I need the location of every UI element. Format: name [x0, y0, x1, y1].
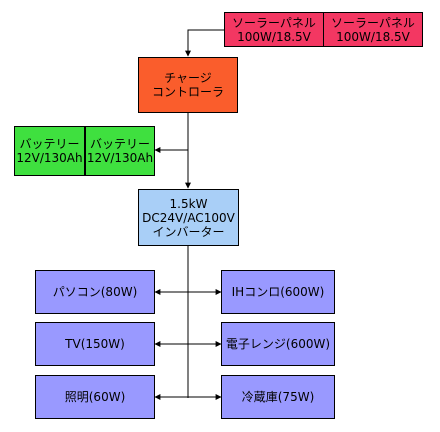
solar-panel-2: ソーラーパネル 100W/18.5V [323, 12, 423, 47]
appliance-microwave-label: 電子レンジ(600W) [225, 337, 331, 351]
battery-2: バッテリー 12V/130Ah [85, 126, 155, 176]
solar-panel-2-name: ソーラーパネル [331, 15, 415, 30]
appliance-ih-stove: IHコンロ(600W) [221, 270, 335, 314]
appliance-lighting-label: 照明(60W) [64, 390, 126, 404]
appliance-refrigerator: 冷蔵庫(75W) [221, 375, 335, 419]
solar-panel-1-spec: 100W/18.5V [237, 29, 311, 44]
battery-2-spec: 12V/130Ah [86, 151, 154, 165]
appliance-tv-label: TV(150W) [65, 337, 125, 351]
appliance-lighting: 照明(60W) [35, 375, 155, 419]
appliance-pc: パソコン(80W) [35, 270, 155, 314]
inverter-voltage: DC24V/AC100V [142, 210, 235, 225]
charge-controller: チャージ コントローラ [138, 57, 238, 113]
inverter: 1.5kW DC24V/AC100V インバーター [138, 189, 239, 246]
charge-controller-line-1: チャージ [164, 71, 212, 85]
appliance-refrigerator-label: 冷蔵庫(75W) [241, 390, 315, 404]
appliance-tv: TV(150W) [35, 322, 155, 366]
inverter-label: インバーター [152, 224, 225, 239]
solar-panel-1-name: ソーラーパネル [232, 15, 316, 30]
battery-1-name: バッテリー [19, 137, 80, 151]
battery-1: バッテリー 12V/130Ah [14, 126, 85, 176]
solar-panel-1: ソーラーパネル 100W/18.5V [224, 12, 324, 47]
solar-to-controller-wire [185, 29, 224, 57]
charge-controller-line-2: コントローラ [151, 85, 224, 99]
appliance-ih-stove-label: IHコンロ(600W) [231, 285, 325, 299]
battery-1-spec: 12V/130Ah [16, 151, 83, 165]
battery-2-name: バッテリー [89, 137, 150, 151]
appliance-microwave: 電子レンジ(600W) [221, 322, 335, 366]
inverter-power: 1.5kW [169, 196, 208, 211]
appliance-pc-label: パソコン(80W) [52, 285, 138, 299]
solar-panel-2-spec: 100W/18.5V [336, 29, 410, 44]
